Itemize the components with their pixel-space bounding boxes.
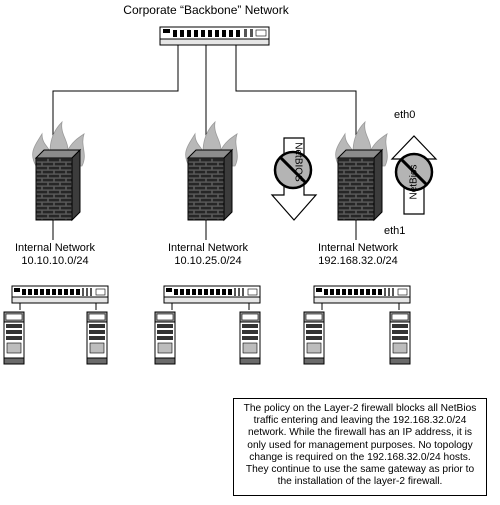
outbound-arrow-label: NetBios	[409, 164, 420, 199]
firewall-icon	[35, 149, 81, 221]
firewall-links	[52, 220, 357, 240]
network-subnet: 192.168.32.0/24	[318, 255, 398, 267]
diagram-title: Corporate “Backbone” Network	[123, 3, 289, 17]
blocked-outbound-netbios	[390, 135, 438, 215]
server-icon	[239, 311, 261, 365]
server-icon	[154, 311, 176, 365]
server-icon	[3, 311, 25, 365]
backbone-links	[52, 45, 357, 146]
network-1-label: Internal Network 10.10.10.0/24	[0, 242, 110, 268]
policy-note: The policy on the Layer-2 firewall block…	[233, 398, 487, 496]
network-subnet: 10.10.25.0/24	[174, 255, 242, 267]
internal-switch	[163, 285, 261, 304]
network-3-label: Internal Network 192.168.32.0/24	[303, 242, 413, 268]
eth0-label: eth0	[394, 109, 416, 121]
backbone-switch	[159, 26, 270, 46]
network-2-label: Internal Network 10.10.25.0/24	[153, 242, 263, 268]
eth1-label: eth1	[384, 225, 406, 237]
server-icon	[86, 311, 108, 365]
blocked-inbound-netbios	[270, 137, 318, 221]
internal-switch	[313, 285, 411, 304]
network-subnet: 10.10.10.0/24	[21, 255, 89, 267]
internal-switch	[11, 285, 109, 304]
server-icon	[303, 311, 325, 365]
server-links	[19, 303, 400, 310]
firewall-icon	[187, 149, 233, 221]
network-name: Internal Network	[317, 242, 399, 254]
network-name: Internal Network	[14, 242, 96, 254]
network-name: Internal Network	[167, 242, 249, 254]
layer2-firewall-icon	[337, 149, 383, 221]
server-icon	[389, 311, 411, 365]
inbound-arrow-label: NetBIOS	[292, 142, 303, 182]
